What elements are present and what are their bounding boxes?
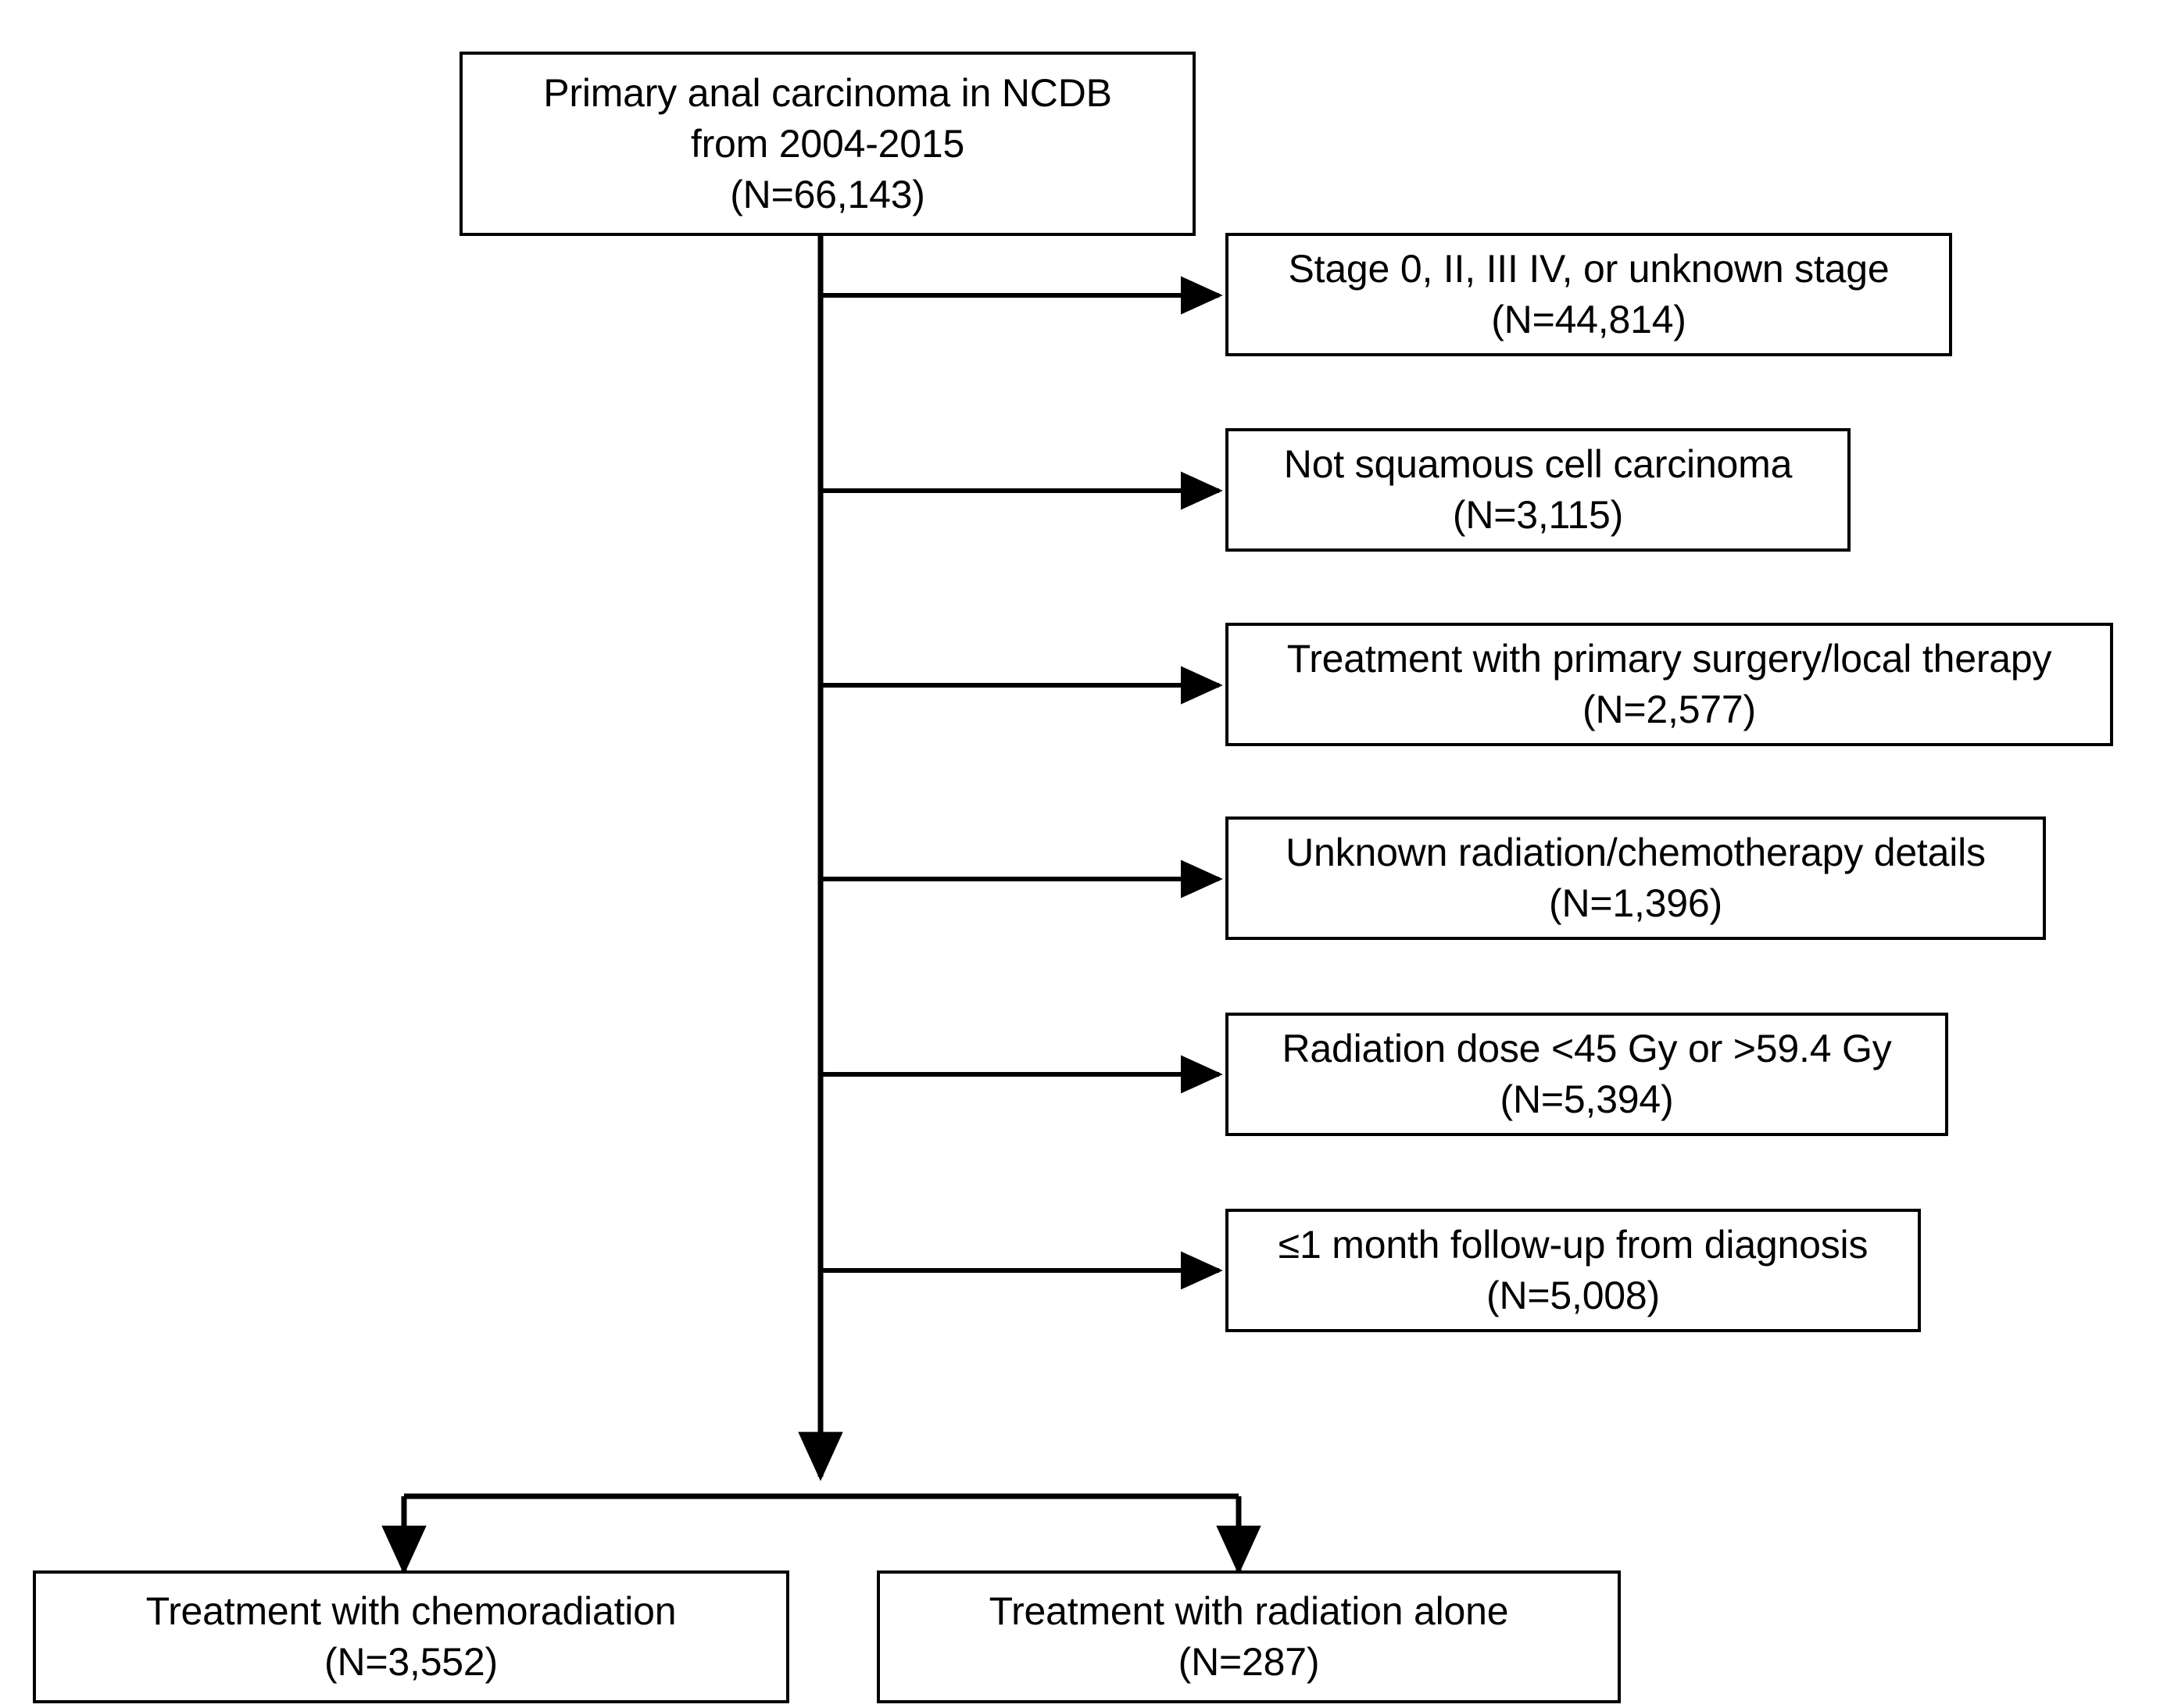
source-cohort-line-1: Primary anal carcinoma in NCDB <box>543 70 1112 115</box>
source-cohort-line-2: from 2004-2015 <box>690 121 965 166</box>
exclusion-box-dose-count: (N=5,394) <box>1500 1077 1674 1121</box>
exclusion-box-followup-count: (N=5,008) <box>1486 1274 1660 1317</box>
exclusion-box-unknown-details: Unknown radiation/chemotherapy details (… <box>1225 816 2046 940</box>
exclusion-box-followup-label: ≤1 month follow-up from diagnosis <box>1278 1223 1869 1267</box>
exclusion-box-stage-count: (N=44,814) <box>1491 298 1686 341</box>
exclusion-box-dose: Radiation dose <45 Gy or >59.4 Gy (N=5,3… <box>1225 1013 1948 1136</box>
exclusion-box-stage: Stage 0, II, III IV, or unknown stage (N… <box>1225 233 1952 356</box>
exclusion-box-dose-label: Radiation dose <45 Gy or >59.4 Gy <box>1282 1027 1892 1070</box>
exclusion-box-followup: ≤1 month follow-up from diagnosis (N=5,0… <box>1225 1209 1921 1332</box>
exclusion-box-unknown-details-label: Unknown radiation/chemotherapy details <box>1286 831 1986 874</box>
outcome-box-chemoradiation-label: Treatment with chemoradiation <box>145 1589 677 1633</box>
exclusion-box-histology-label: Not squamous cell carcinoma <box>1283 442 1793 486</box>
exclusion-box-unknown-details-count: (N=1,396) <box>1549 881 1722 925</box>
outcome-box-radiation-alone: Treatment with radiation alone (N=287) <box>877 1570 1621 1703</box>
outcome-box-chemoradiation: Treatment with chemoradiation (N=3,552) <box>33 1570 789 1703</box>
exclusion-box-histology-count: (N=3,115) <box>1452 493 1624 537</box>
outcome-box-chemoradiation-count: (N=3,552) <box>324 1640 498 1684</box>
exclusion-box-surgery: Treatment with primary surgery/local the… <box>1225 623 2113 746</box>
source-cohort-box: Primary anal carcinoma in NCDB from 2004… <box>460 52 1196 236</box>
exclusion-box-surgery-count: (N=2,577) <box>1582 688 1756 731</box>
outcome-box-radiation-alone-label: Treatment with radiation alone <box>989 1589 1509 1633</box>
source-cohort-count: (N=66,143) <box>730 172 925 216</box>
outcome-box-radiation-alone-count: (N=287) <box>1178 1640 1320 1684</box>
exclusion-box-stage-label: Stage 0, II, III IV, or unknown stage <box>1288 247 1890 291</box>
exclusion-box-surgery-label: Treatment with primary surgery/local the… <box>1286 637 2052 681</box>
exclusion-box-histology: Not squamous cell carcinoma (N=3,115) <box>1225 428 1851 552</box>
